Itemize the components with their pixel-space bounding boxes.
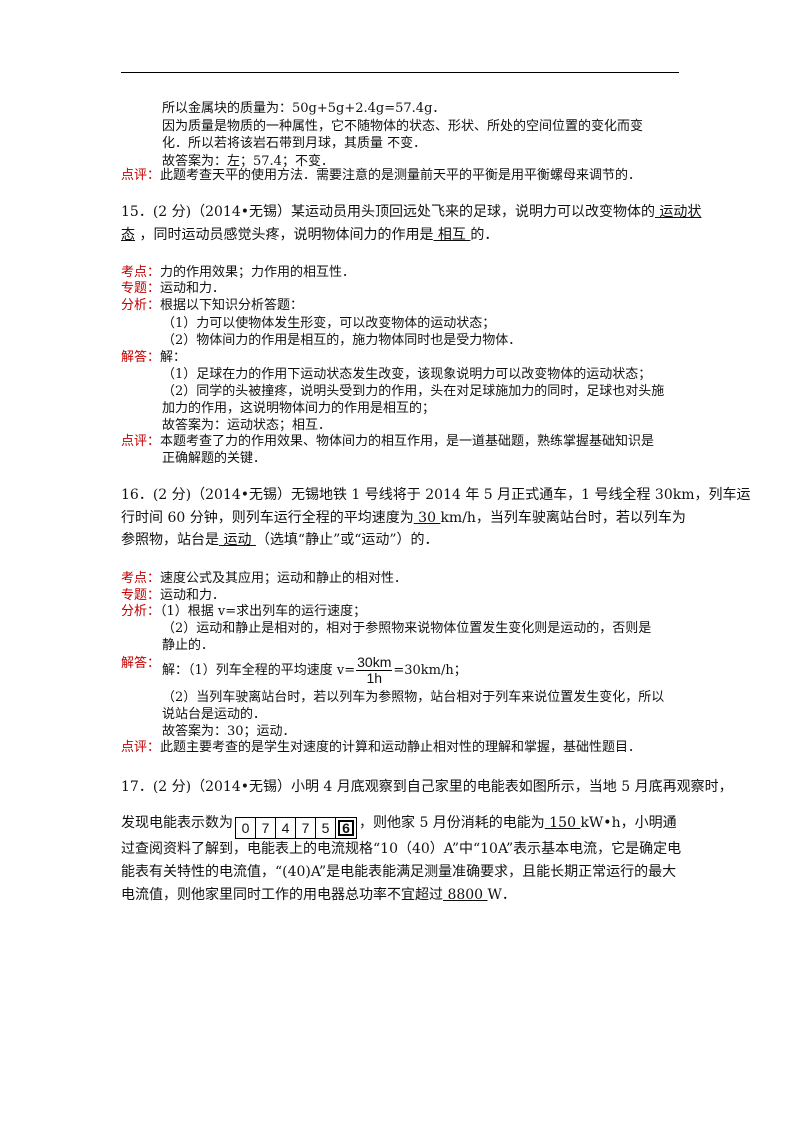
q15-fenxi: 分析：根据以下知识分析答题：	[121, 297, 303, 315]
q16-stem-line-3: 参照物，站台是 运动 （选填“静止”或“运动”）的．	[121, 531, 439, 549]
q16-stem-text: 行时间 60 分钟，则列车运行全程的平均速度为	[121, 510, 414, 526]
kaodian-text: 速度公式及其应用；运动和静止的相对性．	[160, 571, 408, 586]
zhuanti-label: 专题：	[121, 281, 161, 296]
q16-stem-text-4: （选填“静止”或“运动”）的．	[255, 532, 439, 548]
kaodian-label: 考点：	[121, 571, 161, 586]
q14-line-3: 化．所以若将该岩石带到月球，其质量 不变．	[162, 136, 427, 151]
fenxi-label: 分析：	[121, 604, 161, 619]
q15-jieda-2: （2）同学的头被撞疼，说明头受到力的作用，头在对足球施加力的同时，足球也对头施	[162, 384, 665, 399]
q15-answer-blank-2: 相互	[433, 227, 471, 243]
q17-stem-text-3: kW•h，小明通	[580, 815, 677, 831]
q16-review: 点评：此题主要考查的是学生对速度的计算和运动静止相对性的理解和掌握，基础性题目．	[121, 739, 641, 757]
review-label: 点评：	[121, 434, 161, 449]
header-rule	[121, 72, 679, 73]
q16-kaodian: 考点：速度公式及其应用；运动和静止的相对性．	[121, 570, 407, 588]
zhuanti-text: 运动和力．	[160, 588, 226, 603]
q15-review: 点评：本题考查了力的作用效果、物体间力的相互作用，是一道基础题，熟练掌握基础知识…	[121, 433, 654, 451]
fraction-numerator: 30km	[356, 654, 393, 671]
meter-decimal-digit: 6	[336, 818, 356, 838]
q16-jieda-label: 解答：	[121, 655, 160, 673]
kaodian-text: 力的作用效果；力作用的相互性．	[160, 265, 356, 280]
zhuanti-label: 专题：	[121, 588, 161, 603]
jieda-label: 解答：	[121, 350, 161, 365]
q15-fenxi-2: （2）物体间力的作用是相互的，施力物体同时也是受力物体．	[162, 333, 522, 348]
q15-jieda-1: （1）足球在力的作用下运动状态发生改变，该现象说明力可以改变物体的运动状态；	[162, 367, 652, 382]
q16-fenxi-3: 静止的．	[162, 638, 215, 653]
review-text: 此题考查天平的使用方法．需要注意的是测量前天平的平衡是用平衡螺母来调节的．	[160, 168, 642, 183]
q17-stem-line-1: 17．(2 分)（2014•无锡）小明 4 月底观察到自己家里的电能表如图所示，…	[121, 779, 733, 795]
meter-digit: 5	[316, 818, 336, 838]
jieda-text: 解：	[160, 350, 187, 365]
q15-jieda-3: 加力的作用，这说明物体间力的作用是相互的；	[162, 401, 436, 416]
q16-zhuanti: 专题：运动和力．	[121, 587, 225, 605]
q16-stem-text-3: 参照物，站台是	[121, 532, 219, 548]
review-text: 本题考查了力的作用效果、物体间力的相互作用，是一道基础题，熟练掌握基础知识是	[160, 434, 655, 449]
q16-stem-text-2: km/h，当列车驶离站台时，若以列车为	[440, 510, 686, 526]
q16-answer-blank-1: 30	[413, 510, 441, 526]
q15-review-2: 正确解题的关键．	[162, 451, 267, 466]
q14-review: 点评：此题考查天平的使用方法．需要注意的是测量前天平的平衡是用平衡螺母来调节的．	[121, 167, 641, 185]
q16-fenxi: 分析：（1）根据 v=求出列车的运行速度；	[121, 603, 366, 621]
review-label: 点评：	[121, 740, 161, 755]
q17-stem-line-4: 能表有关特性的电流值，“(40)A”是电能表能满足测量准确要求，且能长期正常运行…	[121, 864, 677, 880]
q17-answer-blank-1: 150	[544, 815, 581, 831]
q14-line-1: 所以金属块的质量为：50g+5g+2.4g=57.4g．	[162, 101, 446, 116]
q15-answer-blank-1: 运动状	[654, 204, 702, 220]
q16-fenxi-2: （2）运动和静止是相对的，相对于参照物来说物体位置发生变化则是运动的，否则是	[162, 621, 652, 636]
meter-digit: 7	[256, 818, 276, 838]
fraction-denominator: 1h	[366, 670, 383, 686]
q17-answer-blank-2: 8800	[443, 887, 488, 903]
q14-line-4: 故答案为：左；57.4；不变．	[162, 154, 334, 169]
q15-stem-line-1: 15．(2 分)（2014•无锡）某运动员用头顶回远处飞来的足球，说明力可以改变…	[121, 203, 701, 221]
kaodian-label: 考点：	[121, 265, 161, 280]
q17-stem-text-4: 电流值，则他家里同时工作的用电器总功率不宜超过	[121, 887, 443, 903]
q15-answer-blank-1-cont: 态	[121, 227, 135, 243]
q15-stem-text: 15．(2 分)（2014•无锡）某运动员用头顶回远处飞来的足球，说明力可以改变…	[121, 204, 655, 220]
fenxi-text: 根据以下知识分析答题：	[160, 298, 304, 313]
q17-stem-text-5: W．	[487, 887, 516, 903]
fenxi-label: 分析：	[121, 298, 161, 313]
q15-stem-text-2: ，同时运动员感觉头疼，说明物体间力的作用是	[135, 227, 434, 243]
q17-stem-text: 发现电能表示数为	[121, 815, 233, 831]
q14-line-2: 因为质量是物质的一种属性，它不随物体的状态、形状、所处的空间位置的变化而变	[162, 119, 644, 134]
q16-stem-line-2: 行时间 60 分钟，则列车运行全程的平均速度为 30 km/h，当列车驶离站台时…	[121, 509, 686, 527]
review-text: 此题主要考查的是学生对速度的计算和运动静止相对性的理解和掌握，基础性题目．	[160, 740, 642, 755]
zhuanti-text: 运动和力．	[160, 281, 226, 296]
q15-kaodian: 考点：力的作用效果；力作用的相互性．	[121, 264, 355, 282]
q16-jieda-4: 故答案为：30；运动．	[162, 724, 296, 739]
review-label: 点评：	[121, 168, 161, 183]
q15-jieda-4: 故答案为：运动状态；相互．	[162, 418, 332, 433]
jieda-label: 解答：	[121, 656, 161, 671]
q16-answer-blank-2: 运动	[219, 532, 256, 548]
meter-digit: 0	[236, 818, 256, 838]
q15-jieda: 解答：解：	[121, 349, 186, 367]
q17-stem-line-5: 电流值，则他家里同时工作的用电器总功率不宜超过 8800 W．	[121, 886, 516, 904]
fenxi-text: （1）根据 v=求出列车的运行速度；	[160, 604, 367, 619]
q16-stem-line-1: 16．(2 分)（2014•无锡）无锡地铁 1 号线将于 2014 年 5 月正…	[121, 487, 751, 503]
q16-jieda-2: （2）当列车驶离站台时，若以列车为参照物，站台相对于列车来说位置发生变化，所以	[162, 690, 665, 705]
q15-fenxi-1: （1）力可以使物体发生形变，可以改变物体的运动状态；	[162, 316, 496, 331]
q17-stem-text-2: ，则他家 5 月份消耗的电能为	[359, 815, 545, 831]
q17-stem-line-3: 过查阅资料了解到，电能表上的电流规格“10（40）A”中“10A”表示基本电流，…	[121, 841, 682, 857]
q16-jieda-3: 说站台是运动的．	[162, 707, 267, 722]
meter-digit: 7	[296, 818, 316, 838]
jieda-text: 解：（1）列车全程的平均速度 v=	[162, 663, 356, 678]
q15-stem-text-3: 的．	[470, 227, 499, 243]
q15-zhuanti: 专题：运动和力．	[121, 280, 225, 298]
jieda-text-2: =30km/h；	[393, 663, 467, 678]
q15-stem-line-2: 态 ，同时运动员感觉头疼，说明物体间力的作用是 相互 的．	[121, 226, 498, 244]
meter-digit: 4	[276, 818, 296, 838]
